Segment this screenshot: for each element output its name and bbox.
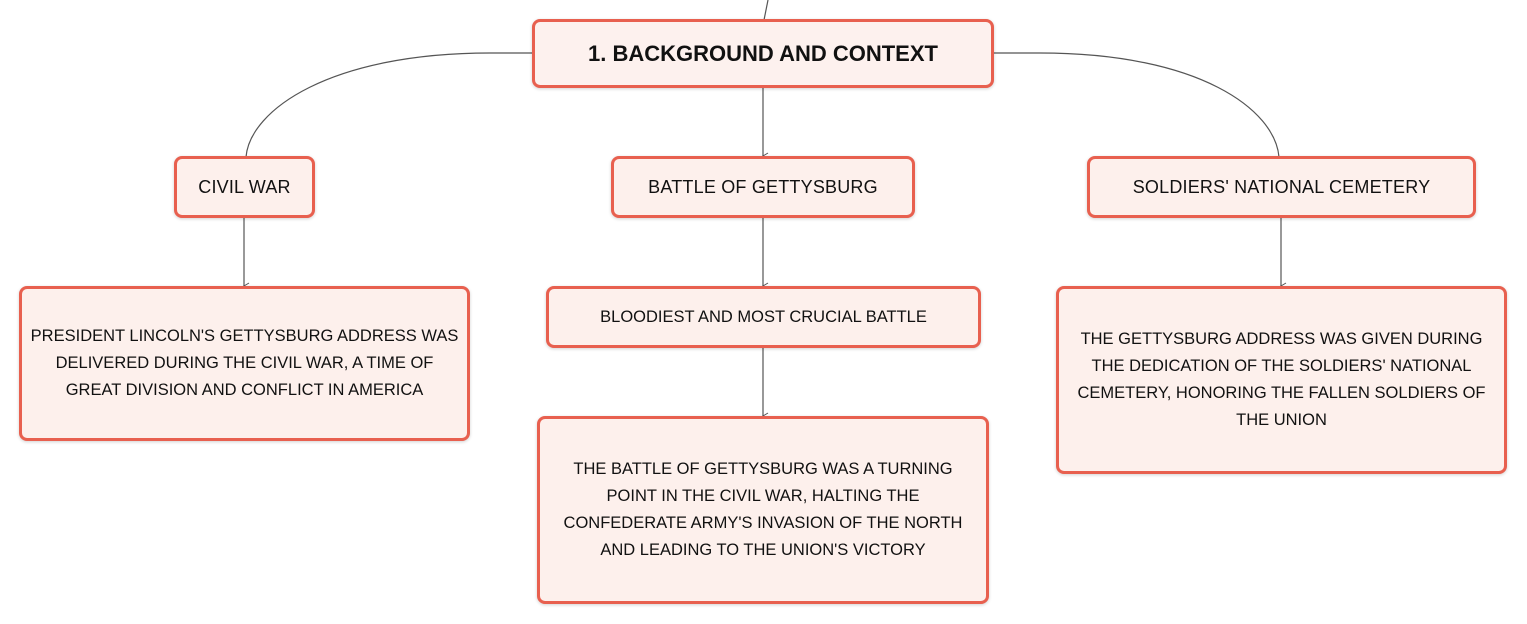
branch-battle-label: BATTLE OF GETTYSBURG — [648, 176, 878, 197]
detail-cemetery-text: THE GETTYSBURG ADDRESS WAS GIVEN DURING … — [1077, 330, 1486, 429]
branch-battle-of-gettysburg[interactable]: BATTLE OF GETTYSBURG — [611, 156, 915, 218]
detail-soldiers-national-cemetery[interactable]: THE GETTYSBURG ADDRESS WAS GIVEN DURING … — [1056, 286, 1507, 474]
detail-civil-war-text: PRESIDENT LINCOLN'S GETTYSBURG ADDRESS W… — [30, 327, 459, 399]
connector-root-to-cemetery — [994, 52, 1280, 158]
branch-soldiers-national-cemetery[interactable]: SOLDIERS' NATIONAL CEMETERY — [1087, 156, 1476, 218]
branch-civil-war-label: CIVIL WAR — [198, 176, 291, 197]
branch-cemetery-label: SOLDIERS' NATIONAL CEMETERY — [1132, 176, 1431, 197]
root-node-label: 1. BACKGROUND AND CONTEXT — [588, 40, 938, 66]
root-node[interactable]: 1. BACKGROUND AND CONTEXT — [532, 19, 994, 88]
connector-root-to-civil-war — [245, 52, 532, 158]
sub-bloodiest-battle-text: BLOODIEST AND MOST CRUCIAL BATTLE — [600, 307, 927, 326]
connector-parent-to-root — [763, 0, 769, 21]
sub-bloodiest-battle[interactable]: BLOODIEST AND MOST CRUCIAL BATTLE — [546, 286, 981, 348]
branch-civil-war[interactable]: CIVIL WAR — [174, 156, 315, 218]
detail-battle-of-gettysburg[interactable]: THE BATTLE OF GETTYSBURG WAS A TURNING P… — [537, 416, 989, 604]
detail-battle-text: THE BATTLE OF GETTYSBURG WAS A TURNING P… — [563, 460, 963, 559]
detail-civil-war[interactable]: PRESIDENT LINCOLN'S GETTYSBURG ADDRESS W… — [19, 286, 470, 441]
